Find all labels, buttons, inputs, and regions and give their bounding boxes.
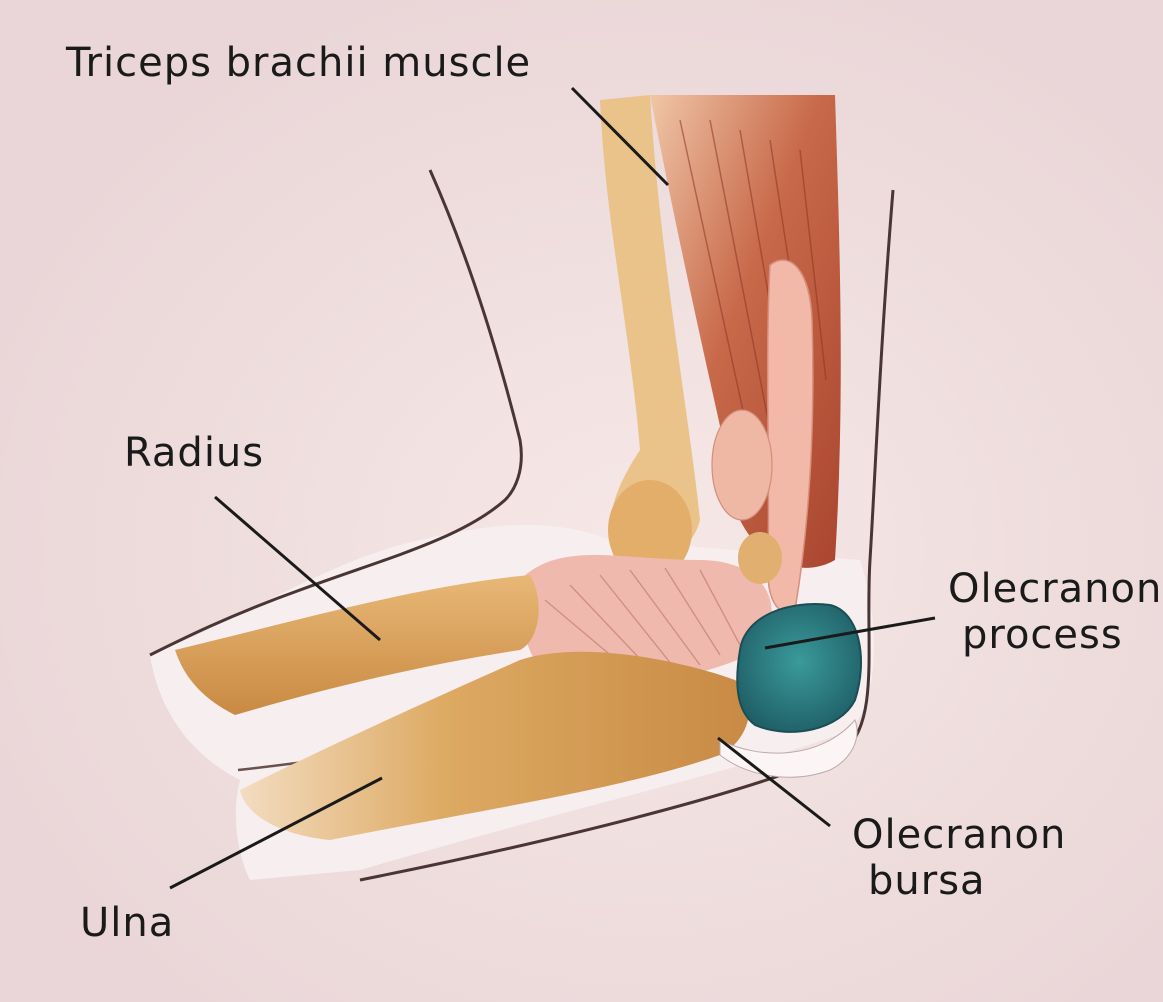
label-triceps-brachii-muscle: Triceps brachii muscle	[66, 40, 531, 86]
label-olecranon-bursa: Olecranon bursa	[852, 812, 1066, 904]
label-olecranon-process: Olecranon process	[948, 566, 1162, 658]
sesamoid-nodule	[738, 532, 782, 584]
olecranon-process	[737, 604, 861, 732]
label-radius-text: Radius	[124, 430, 264, 476]
label-ulna: Ulna	[80, 900, 174, 946]
label-radius: Radius	[124, 430, 264, 476]
label-olecranon-process-line1: Olecranon	[948, 566, 1162, 612]
label-ulna-text: Ulna	[80, 900, 174, 946]
capitulum	[712, 410, 772, 520]
label-olecranon-bursa-line2: bursa	[852, 858, 1066, 904]
label-olecranon-process-line2: process	[948, 612, 1162, 658]
label-triceps-text: Triceps brachii muscle	[66, 40, 531, 86]
label-olecranon-bursa-line1: Olecranon	[852, 812, 1066, 858]
